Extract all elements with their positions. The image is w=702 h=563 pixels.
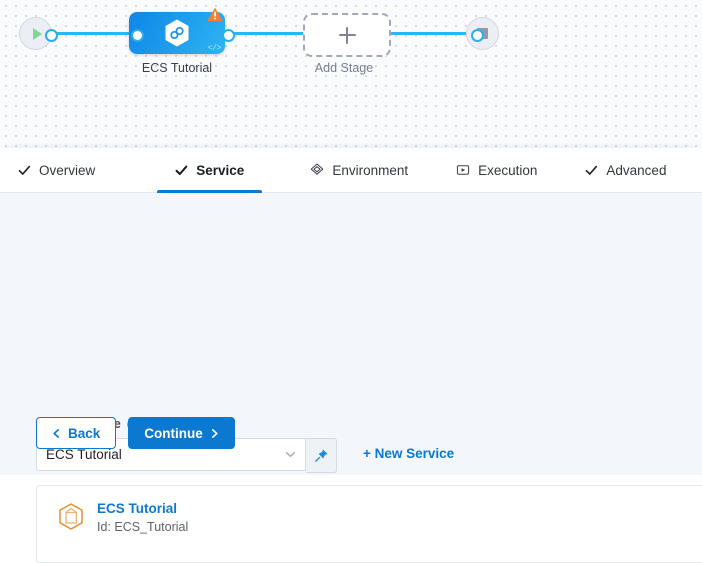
check-icon bbox=[18, 165, 31, 175]
tab-overview[interactable]: Overview bbox=[18, 148, 95, 192]
layers-diamond-icon bbox=[311, 163, 324, 175]
service-card-id: Id: ECS_Tutorial bbox=[97, 520, 189, 534]
chevron-down-icon bbox=[285, 451, 296, 458]
stage-node-label: ECS Tutorial bbox=[141, 61, 213, 75]
tab-overview-label: Overview bbox=[39, 162, 96, 178]
stage-node-output-port[interactable] bbox=[222, 29, 235, 42]
continue-button-label: Continue bbox=[144, 425, 203, 441]
stage-node-ecs-tutorial[interactable]: </> bbox=[129, 7, 225, 54]
service-hexagon-icon bbox=[165, 19, 189, 47]
pipeline-canvas[interactable]: </> ECS Tutorial Add Stage bbox=[0, 0, 702, 148]
tab-execution-label: Execution bbox=[478, 162, 538, 178]
stage-node-input-port[interactable] bbox=[131, 29, 144, 42]
connector-edge-add-to-end bbox=[386, 32, 476, 35]
service-card-text: ECS Tutorial Id: ECS_Tutorial bbox=[97, 500, 188, 536]
chevron-left-icon bbox=[53, 428, 59, 438]
service-result-card[interactable]: ECS Tutorial Id: ECS_Tutorial bbox=[36, 485, 702, 563]
tab-environment[interactable]: Environment bbox=[310, 148, 408, 192]
connector-edge-start-to-stage bbox=[40, 32, 136, 35]
tab-service-label: Service bbox=[196, 162, 245, 178]
code-glyph-icon: </> bbox=[207, 44, 222, 53]
tab-execution[interactable]: Execution bbox=[456, 148, 537, 192]
chevron-right-icon bbox=[211, 428, 218, 438]
tab-advanced[interactable]: Advanced bbox=[585, 148, 666, 192]
cube-hexagon-icon bbox=[59, 503, 83, 530]
warning-triangle-icon bbox=[207, 7, 223, 21]
play-box-icon bbox=[457, 165, 470, 175]
service-card-title[interactable]: ECS Tutorial bbox=[97, 501, 178, 516]
tab-service[interactable]: Service bbox=[157, 148, 263, 193]
continue-button[interactable]: Continue bbox=[128, 417, 235, 449]
pin-service-button[interactable] bbox=[306, 438, 337, 473]
connector-edge-stage-to-add bbox=[226, 32, 304, 35]
wizard-footer: Back Continue bbox=[36, 417, 235, 449]
play-icon bbox=[32, 27, 42, 40]
new-service-link[interactable]: + New Service bbox=[363, 446, 455, 461]
end-node-port[interactable] bbox=[471, 29, 484, 42]
service-card-content: ECS Tutorial Id: ECS_Tutorial bbox=[57, 500, 188, 536]
stage-tabs: Overview Service Environment bbox=[0, 148, 702, 193]
pin-icon bbox=[314, 449, 327, 462]
pipeline-start-node[interactable] bbox=[19, 17, 52, 50]
add-stage-label: Add Stage bbox=[314, 61, 374, 75]
service-select-value: ECS Tutorial bbox=[46, 447, 122, 462]
check-icon bbox=[175, 165, 188, 175]
tab-underline-active bbox=[157, 190, 263, 193]
plus-icon bbox=[338, 26, 356, 44]
tab-advanced-label: Advanced bbox=[606, 162, 667, 178]
add-stage-button[interactable] bbox=[303, 13, 391, 57]
check-icon bbox=[586, 165, 598, 175]
back-button-label: Back bbox=[68, 425, 101, 441]
back-button[interactable]: Back bbox=[36, 417, 117, 449]
tab-environment-label: Environment bbox=[332, 162, 409, 178]
start-node-port[interactable] bbox=[45, 29, 58, 42]
